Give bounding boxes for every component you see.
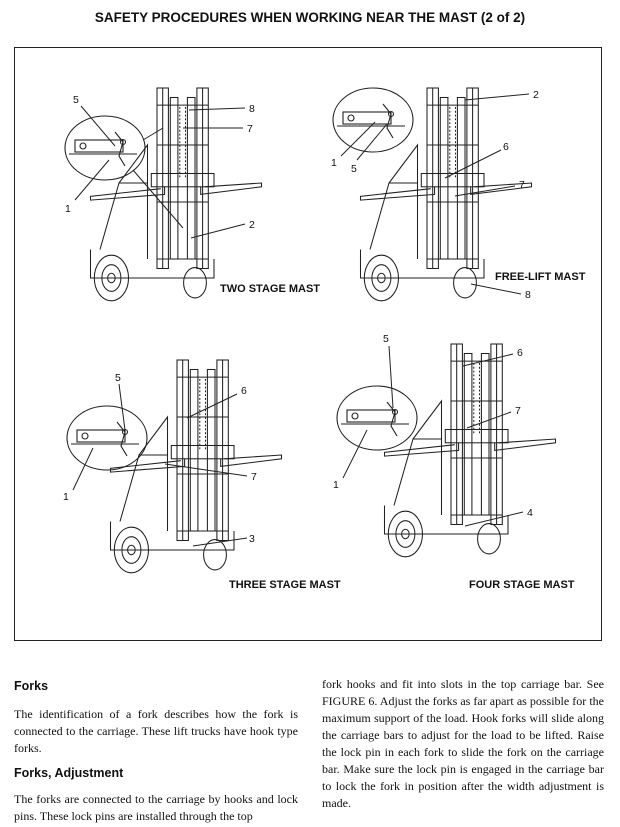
free-lift-mast-illustration: 2 1 5 6 7 8 FREE-LIFT MAST [331, 87, 586, 302]
callout-three-stage-1: 1 [63, 491, 69, 503]
callout-four-stage-5: 5 [383, 333, 389, 345]
callout-free-lift-1: 1 [331, 157, 337, 169]
callout-three-stage-6: 6 [241, 385, 247, 397]
callout-free-lift-8: 8 [525, 289, 531, 301]
text-column-right: fork hooks and fit into slots in the top… [322, 676, 604, 812]
two-stage-mast-illustration: 5 8 7 1 2 TWO STAGE MAST [64, 87, 320, 302]
caption-two-stage-mast: TWO STAGE MAST [220, 283, 320, 295]
callout-free-lift-2: 2 [533, 89, 539, 101]
callout-two-stage-5: 5 [73, 94, 79, 106]
forks-adjustment-heading: Forks, Adjustment [14, 766, 124, 780]
callout-three-stage-7: 7 [251, 471, 257, 483]
callout-free-lift-6: 6 [503, 141, 509, 153]
figure-6-frame: 5 8 7 1 2 TWO STAGE MAST 2 1 5 6 7 8 FRE… [14, 47, 602, 641]
callout-free-lift-5: 5 [351, 163, 357, 175]
four-stage-mast-illustration: 5 6 7 1 4 FOUR STAGE MAST [333, 333, 575, 591]
caption-four-stage-mast: FOUR STAGE MAST [469, 579, 575, 591]
callout-four-stage-1: 1 [333, 479, 339, 491]
callout-four-stage-6: 6 [517, 347, 523, 359]
caption-three-stage-mast: THREE STAGE MAST [229, 579, 341, 591]
forks-heading: Forks [14, 679, 49, 693]
text-column-left: Forks The identification of a fork descr… [14, 672, 298, 825]
forks-adjustment-paragraph-continued: fork hooks and fit into slots in the top… [322, 677, 604, 810]
callout-three-stage-3: 3 [249, 533, 255, 545]
page-title: SAFETY PROCEDURES WHEN WORKING NEAR THE … [94, 10, 526, 25]
forks-paragraph: The identification of a fork describes h… [14, 707, 298, 755]
callout-four-stage-7: 7 [515, 405, 521, 417]
mast-illustrations: 5 8 7 1 2 TWO STAGE MAST 2 1 5 6 7 8 FRE… [63, 87, 586, 591]
callout-two-stage-2: 2 [249, 219, 255, 231]
three-stage-mast-illustration: 5 6 1 7 3 THREE STAGE MAST [63, 359, 341, 591]
callout-four-stage-4: 4 [527, 507, 533, 519]
callout-two-stage-8: 8 [249, 103, 255, 115]
caption-free-lift-mast: FREE-LIFT MAST [495, 271, 586, 283]
callout-three-stage-5: 5 [115, 372, 121, 384]
callout-two-stage-7: 7 [247, 123, 253, 135]
callout-two-stage-1: 1 [65, 203, 71, 215]
callout-free-lift-7: 7 [519, 179, 525, 191]
forks-adjustment-paragraph-start: The forks are connected to the carriage … [14, 792, 298, 823]
